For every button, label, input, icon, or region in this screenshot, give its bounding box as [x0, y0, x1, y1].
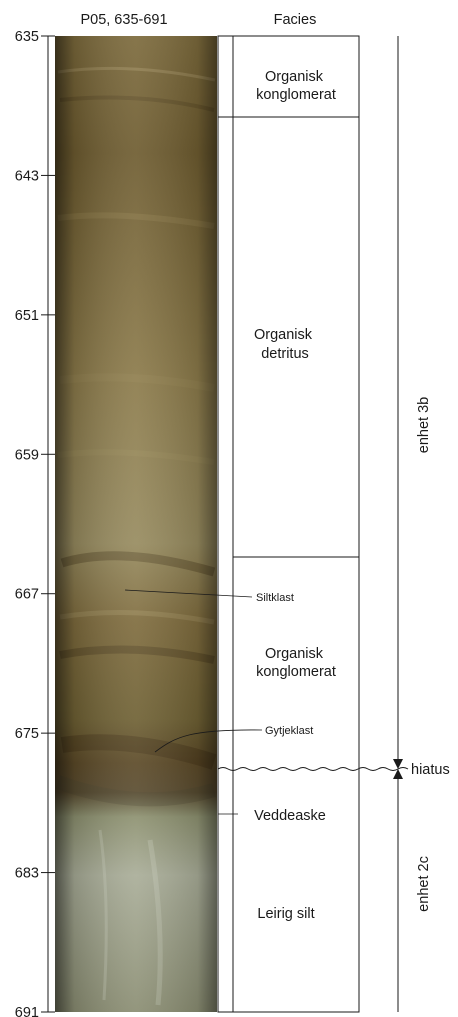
- unit-bracket: hiatus enhet 3b enhet 2c: [393, 36, 450, 1012]
- hiatus-line: [218, 768, 408, 771]
- facies-label-line: Organisk: [265, 646, 324, 662]
- core-photo: [55, 36, 217, 1012]
- depth-tick-label: 683: [15, 866, 39, 882]
- depth-tick-label: 691: [15, 1005, 39, 1017]
- facies-label-line: Organisk: [265, 69, 324, 85]
- facies-label-line: konglomerat: [256, 87, 336, 103]
- unit-upper-label: enhet 3b: [416, 397, 432, 453]
- depth-axis: 635 643 651 659 667 675 683 691: [15, 29, 55, 1017]
- facies-label-line: konglomerat: [256, 664, 336, 680]
- facies-box: [218, 36, 359, 1012]
- facies-label: Leirig silt: [257, 906, 314, 922]
- gytjeklast-label: Gytjeklast: [265, 725, 313, 737]
- facies-label-line: Organisk: [254, 327, 313, 343]
- unit-lower-label: enhet 2c: [416, 856, 432, 912]
- core-label: P05, 635-691: [80, 12, 167, 28]
- facies-column: Organisk konglomerat Organisk detritus O…: [218, 36, 408, 1012]
- depth-ticks: 635 643 651 659 667 675 683 691: [15, 29, 55, 1017]
- facies-label: Veddeaske: [254, 808, 326, 824]
- depth-tick-label: 643: [15, 168, 39, 184]
- facies-header: Facies: [274, 12, 317, 28]
- facies-label: Organisk detritus: [254, 327, 316, 362]
- depth-tick-label: 651: [15, 308, 39, 324]
- depth-tick-label: 675: [15, 726, 39, 742]
- facies-label: Organisk konglomerat: [256, 69, 336, 103]
- siltklast-label: Siltklast: [256, 592, 294, 604]
- facies-label-line: detritus: [261, 346, 309, 362]
- depth-tick-label: 659: [15, 447, 39, 463]
- core-shading: [55, 36, 217, 1012]
- facies-label: Organisk konglomerat: [256, 646, 336, 680]
- hiatus-label: hiatus: [411, 762, 450, 778]
- depth-tick-label: 635: [15, 29, 39, 45]
- depth-tick-label: 667: [15, 587, 39, 603]
